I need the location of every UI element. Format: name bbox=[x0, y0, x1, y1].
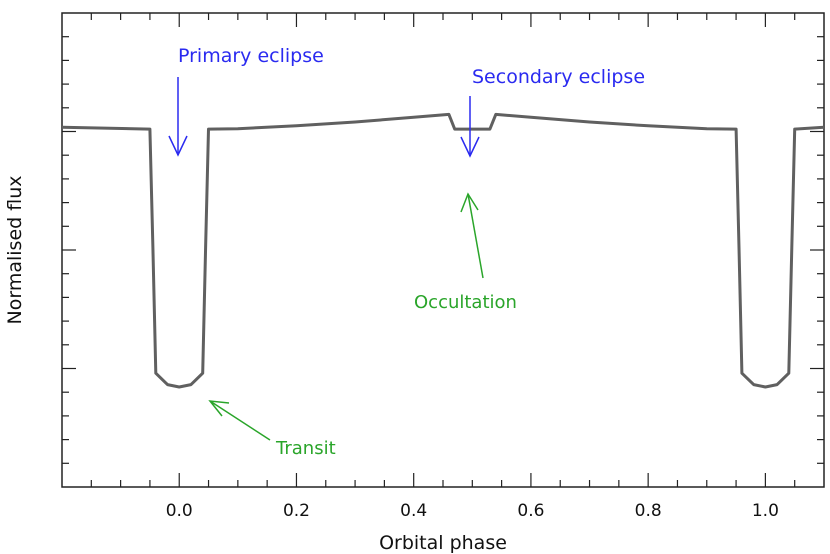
axis-ticks bbox=[62, 13, 824, 487]
transit-arrow-head bbox=[208, 400, 230, 417]
primary-eclipse-arrow-head bbox=[168, 135, 188, 157]
transit-label: Transit bbox=[275, 438, 336, 459]
x-tick-label: 0.0 bbox=[166, 501, 193, 521]
y-axis-title: Normalised flux bbox=[4, 176, 26, 325]
x-axis-title: Orbital phase bbox=[379, 532, 507, 554]
annotation-transit: Transit bbox=[208, 400, 336, 459]
x-tick-label: 0.6 bbox=[517, 501, 544, 521]
occultation-arrow-shaft bbox=[467, 193, 484, 279]
x-tick-label: 0.2 bbox=[283, 501, 310, 521]
plot-frame bbox=[61, 12, 825, 488]
primary-eclipse-label: Primary eclipse bbox=[178, 45, 324, 67]
occultation-label: Occultation bbox=[414, 292, 517, 313]
transit-arrow-shaft bbox=[209, 400, 271, 441]
secondary-eclipse-arrow-head bbox=[460, 136, 480, 158]
annotation-occultation: Occultation bbox=[414, 192, 517, 313]
annotation-primary-eclipse: Primary eclipse bbox=[168, 45, 324, 157]
annotation-secondary-eclipse: Secondary eclipse bbox=[460, 66, 645, 158]
x-tick-labels: 0.0 0.2 0.4 0.6 0.8 1.0 bbox=[166, 501, 779, 521]
flux-curve bbox=[61, 112, 825, 389]
x-tick-label: 0.8 bbox=[635, 501, 662, 521]
occultation-arrow-head bbox=[460, 192, 479, 213]
x-tick-label: 1.0 bbox=[752, 501, 779, 521]
secondary-eclipse-label: Secondary eclipse bbox=[472, 66, 645, 88]
x-tick-label: 0.4 bbox=[400, 501, 427, 521]
